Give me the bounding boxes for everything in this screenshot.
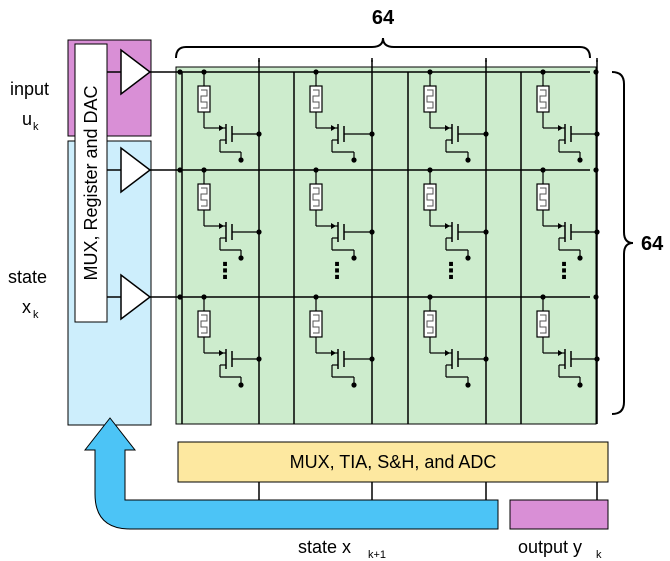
adc-block-label: MUX, TIA, S&H, and ADC xyxy=(290,452,497,472)
cell-tap-dot xyxy=(313,167,319,173)
transistor-arrow xyxy=(219,125,224,131)
source-dot xyxy=(351,382,357,388)
memristor-symbol xyxy=(426,89,434,109)
gate-dot xyxy=(594,356,600,362)
transistor-arrow xyxy=(331,125,336,131)
cell-tap-dot xyxy=(313,294,319,300)
transistor-arrow xyxy=(331,350,336,356)
input-sub: k xyxy=(33,121,39,133)
top-count: 64 xyxy=(372,7,395,29)
memristor-symbol xyxy=(539,89,547,109)
gate-dot xyxy=(256,131,262,137)
right-count: 64 xyxy=(641,233,664,255)
cell-tap-dot xyxy=(540,69,546,75)
state-sub: k xyxy=(33,309,39,321)
output-sub: k xyxy=(596,549,602,561)
source-dot xyxy=(465,382,471,388)
gate-dot xyxy=(594,229,600,235)
memristor-symbol xyxy=(200,187,208,207)
transistor-arrow xyxy=(219,350,224,356)
feedback-arrow xyxy=(83,417,499,530)
gate-dot xyxy=(483,356,489,362)
dac-block-label: MUX, Register and DAC xyxy=(81,85,101,280)
state-buffer-1 xyxy=(107,146,152,194)
transistor-arrow xyxy=(445,223,450,229)
cell-tap-dot xyxy=(427,69,433,75)
source-dot xyxy=(465,255,471,261)
source-dot xyxy=(577,255,583,261)
memristor-symbol xyxy=(312,89,320,109)
row-ellipsis: ⋮ xyxy=(440,258,462,283)
transistor-arrow xyxy=(219,223,224,229)
gate-dot xyxy=(256,229,262,235)
gate-dot xyxy=(369,356,375,362)
gate-dot xyxy=(256,356,262,362)
transistor-arrow xyxy=(445,350,450,356)
input-buffer xyxy=(107,48,152,96)
source-dot xyxy=(577,382,583,388)
transistor-arrow xyxy=(558,350,563,356)
cell-tap-dot xyxy=(540,294,546,300)
memristor-symbol xyxy=(426,314,434,334)
output-region xyxy=(509,499,609,530)
gate-dot xyxy=(594,131,600,137)
row-end-dot xyxy=(593,167,599,173)
cell-tap-dot xyxy=(201,167,207,173)
source-dot xyxy=(351,255,357,261)
adc-block xyxy=(177,441,609,483)
memristor-symbol xyxy=(539,314,547,334)
source-dot xyxy=(465,157,471,163)
state-var: x xyxy=(22,297,31,317)
input-var: u xyxy=(22,109,32,129)
cell-tap-dot xyxy=(201,294,207,300)
state-output-sub: k+1 xyxy=(368,549,386,561)
state-buffer-2 xyxy=(107,273,152,321)
gate-dot xyxy=(483,229,489,235)
row-ellipsis: ⋮ xyxy=(553,258,575,283)
transistor-arrow xyxy=(558,223,563,229)
memristor-symbol xyxy=(539,187,547,207)
memristor-symbol xyxy=(200,89,208,109)
row-ellipsis: ⋮ xyxy=(326,258,348,283)
transistor-arrow xyxy=(445,125,450,131)
row-ellipsis: ⋮ xyxy=(214,258,236,283)
source-dot xyxy=(577,157,583,163)
cell-tap-dot xyxy=(201,69,207,75)
transistor-arrow xyxy=(331,223,336,229)
right-brace xyxy=(611,71,634,415)
source-dot xyxy=(351,157,357,163)
dac-block xyxy=(74,43,108,323)
memristor-symbol xyxy=(426,187,434,207)
memristor-symbol xyxy=(200,314,208,334)
cell-tap-dot xyxy=(427,294,433,300)
cell-tap-dot xyxy=(313,69,319,75)
row-end-dot xyxy=(593,294,599,300)
cell-tap-dot xyxy=(540,167,546,173)
crossbar-array xyxy=(175,66,597,425)
memristor-symbol xyxy=(312,314,320,334)
row-end-dot xyxy=(593,69,599,75)
cell-tap-dot xyxy=(427,167,433,173)
gate-dot xyxy=(483,131,489,137)
input-label: input xyxy=(10,79,49,99)
source-dot xyxy=(238,382,244,388)
top-brace xyxy=(175,37,591,59)
gate-dot xyxy=(369,131,375,137)
output-label: output y xyxy=(518,537,582,557)
memristor-symbol xyxy=(312,187,320,207)
transistor-arrow xyxy=(558,125,563,131)
source-dot xyxy=(238,255,244,261)
state-label: state xyxy=(8,267,47,287)
state-output-label: state x xyxy=(298,537,351,557)
crossbar-cells: ⋮ ⋮ ⋮ ⋮ xyxy=(150,58,600,424)
source-dot xyxy=(238,157,244,163)
gate-dot xyxy=(369,229,375,235)
